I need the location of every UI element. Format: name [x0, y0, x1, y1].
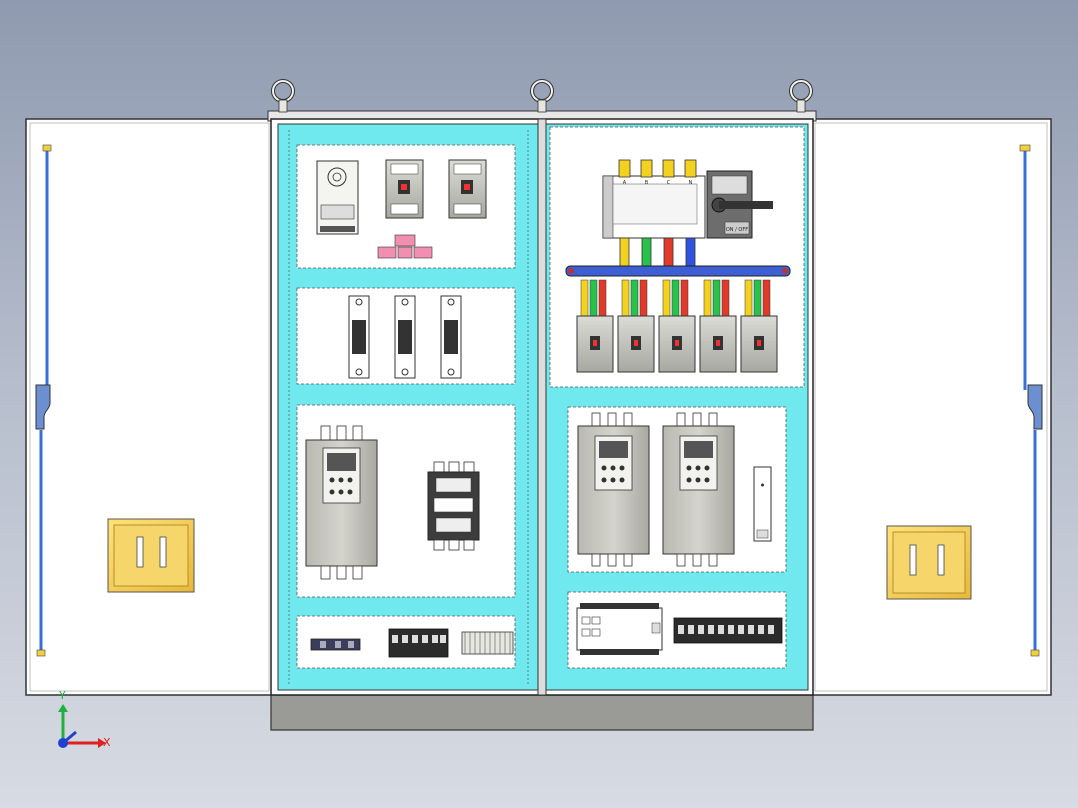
terminal-block-left	[388, 628, 449, 658]
isolator-handle[interactable]: ON / OFF	[706, 170, 773, 239]
right-door	[810, 118, 1052, 696]
fuse-holder-3	[440, 295, 462, 379]
feeder-breaker-1	[576, 279, 614, 373]
distribution-busbar	[565, 265, 791, 277]
bus-label-n: N	[689, 180, 693, 186]
left-door-hinge-rod	[35, 144, 52, 657]
narrow-module	[753, 466, 772, 542]
x-axis-label: X	[103, 736, 111, 749]
bus-label-c: C	[667, 180, 671, 186]
terminal-rail-left	[461, 631, 514, 655]
feeder-breaker-2	[617, 279, 655, 373]
left-door	[25, 118, 274, 696]
pink-label-blocks	[377, 234, 433, 259]
contactor	[427, 461, 480, 551]
frequency-drive-right-1	[577, 412, 650, 567]
right-door-hinge-rod	[1019, 144, 1043, 657]
miniature-breaker-2	[448, 159, 487, 219]
lifting-eye-right	[789, 79, 813, 113]
feeder-breaker-4	[699, 279, 737, 373]
y-axis-label: Y	[58, 689, 66, 702]
small-terminal-block	[310, 638, 361, 651]
left-bay	[277, 123, 539, 691]
left-door-handle[interactable]	[107, 518, 195, 593]
feeder-breaker-3	[658, 279, 696, 373]
miniature-breaker-1	[385, 159, 424, 219]
plc-module	[576, 603, 663, 655]
frequency-drive-left	[305, 425, 378, 580]
fuse-holder-2	[394, 295, 416, 379]
terminal-block-right	[673, 617, 783, 644]
cabinet-plinth	[270, 694, 814, 731]
isolator-label: ON / OFF	[726, 227, 748, 233]
power-supply-unit	[316, 160, 359, 235]
frequency-drive-right-2	[662, 412, 735, 567]
fuse-holder-1	[348, 295, 370, 379]
transfer-switch: A B C N	[602, 159, 706, 239]
lifting-eye-center	[530, 79, 554, 113]
lifting-eye-left	[271, 79, 295, 113]
axis-triad: X Y	[58, 689, 111, 749]
right-bay: A B C N ON / OFF	[545, 123, 809, 691]
bus-label-b: B	[645, 180, 649, 186]
feeder-breaker-5	[740, 279, 778, 373]
right-door-handle[interactable]	[886, 525, 972, 600]
bus-label-a: A	[623, 180, 627, 186]
